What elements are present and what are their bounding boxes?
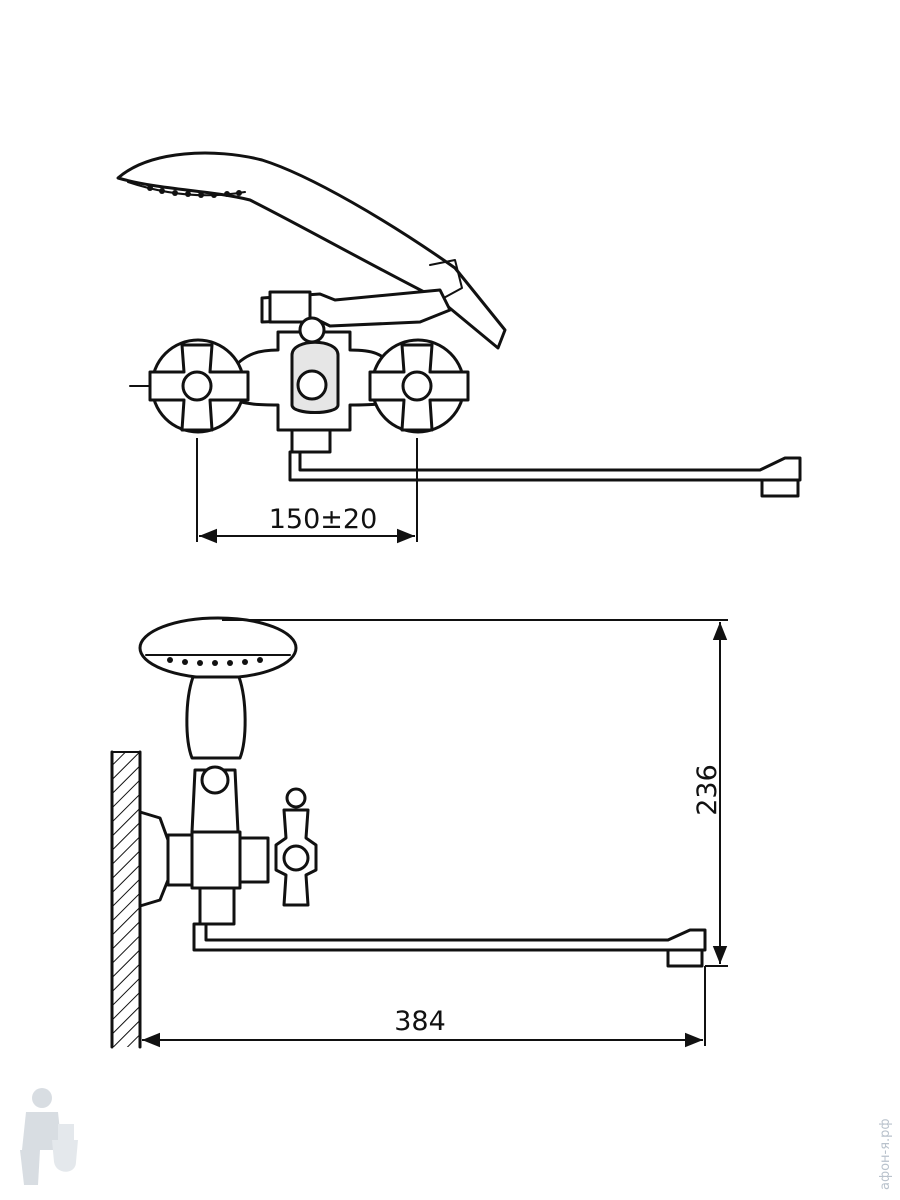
dimension-label-spacing: 150±20 bbox=[269, 504, 378, 535]
dimension-label-length: 384 bbox=[394, 1006, 446, 1037]
side-view bbox=[110, 616, 728, 1049]
dimension-label-height: 236 bbox=[692, 764, 723, 816]
shower-nozzles bbox=[147, 185, 242, 198]
dimension-height bbox=[222, 619, 728, 967]
front-view bbox=[116, 151, 802, 544]
wall-section bbox=[110, 750, 142, 1049]
dimension-handle-spacing bbox=[196, 438, 418, 544]
watermark-text: афон-я.рф bbox=[878, 1118, 893, 1190]
dimension-length bbox=[142, 966, 706, 1048]
left-cross-handle bbox=[129, 338, 250, 434]
right-cross-handle bbox=[368, 338, 470, 434]
shower-head-side bbox=[138, 616, 298, 760]
side-cross-handle bbox=[274, 787, 318, 907]
shower-head-front bbox=[116, 151, 507, 350]
plumber-mascot-icon bbox=[20, 1088, 78, 1185]
